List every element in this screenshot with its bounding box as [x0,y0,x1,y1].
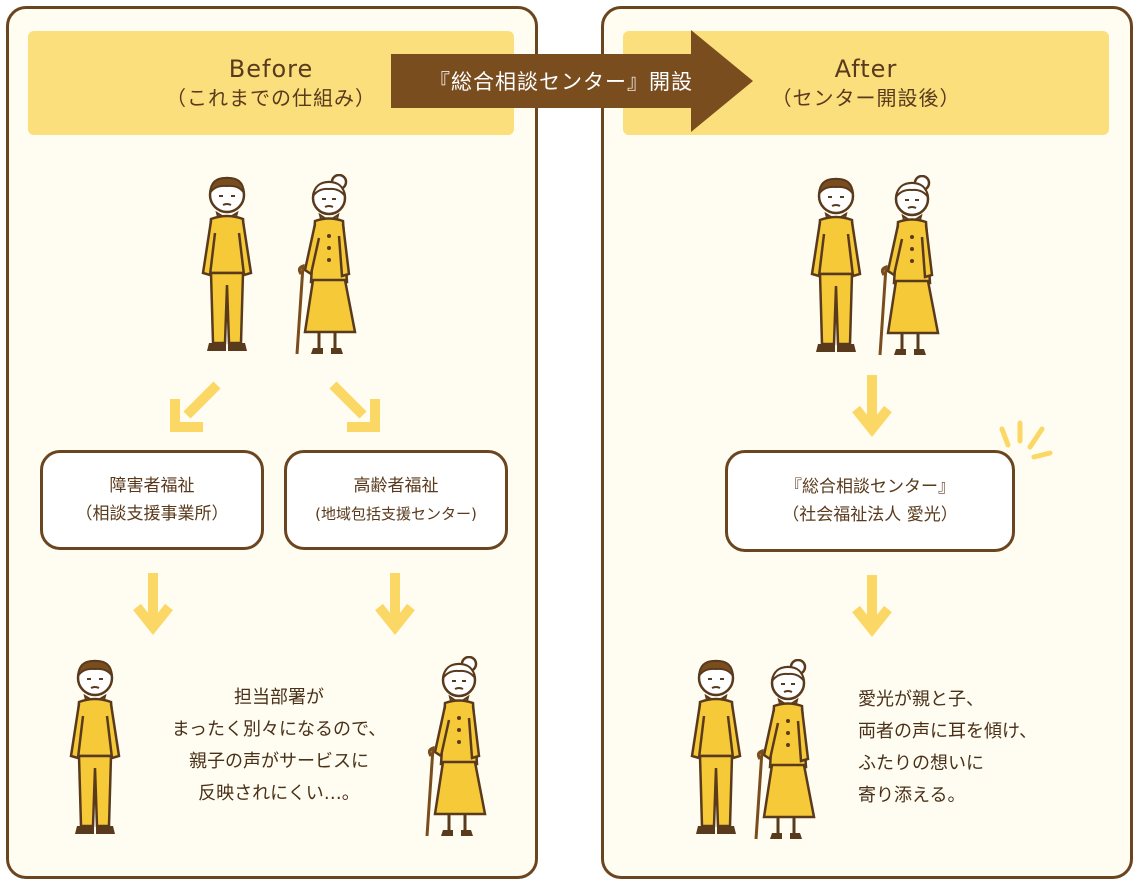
woman-with-cane-figure [425,656,495,841]
man-figure [197,173,257,358]
man-figure [686,656,746,841]
before-subtitle: （これまでの仕組み） [166,86,376,110]
arrow-down-icon [852,375,892,438]
woman-with-cane-figure [878,175,948,360]
consultation-center-label: 『総合相談センター』 [785,477,955,497]
after-caption-line: 愛光が親と子、 [858,689,984,710]
arrow-down-icon [375,573,415,636]
before-caption: 担当部署が まったく別々になるので、 親子の声がサービスに 反映されにくい…。 [149,682,409,810]
after-title: After [834,55,898,83]
arrow-down-icon [133,573,173,636]
woman-with-cane-figure [295,174,365,359]
before-caption-line: 担当部署が [234,687,324,708]
banner-label: 『総合相談センター』開設 [429,70,693,94]
elderly-welfare-label: 高齢者福祉 [353,476,439,496]
after-subtitle: （センター開設後） [771,86,961,110]
consultation-center-sublabel: （社会福祉法人 愛光） [782,505,958,525]
before-title: Before [228,55,314,83]
arrow-down-left-icon [170,381,221,432]
after-caption: 愛光が親と子、 両者の声に耳を傾け、 ふたりの想いに 寄り添える。 [858,684,1108,812]
before-caption-line: まったく別々になるので、 [171,719,387,740]
man-figure [65,656,125,841]
before-caption-line: 親子の声がサービスに [189,751,369,772]
after-caption-line: 両者の声に耳を傾け、 [858,721,1038,742]
before-caption-line: 反映されにくい…。 [198,783,360,804]
disability-welfare-box: 障害者福祉 （相談支援事業所） [40,450,264,550]
disability-welfare-sublabel: （相談支援事業所） [75,504,229,524]
elderly-welfare-box: 高齢者福祉 (地域包括支援センター) [284,450,508,550]
after-caption-line: ふたりの想いに [858,753,984,774]
elderly-welfare-sublabel: (地域包括支援センター) [315,505,477,523]
banner-arrow-icon [391,30,753,132]
after-caption-line: 寄り添える。 [858,785,966,806]
man-figure [806,174,866,359]
after-panel: After （センター開設後） 『総合相談センター』 （社会福祉法人 愛光） 愛… [601,6,1133,879]
arrow-down-right-icon [329,381,380,432]
sparkle-icon [999,420,1053,460]
woman-with-cane-figure [754,659,824,844]
before-panel: Before （これまでの仕組み） 障害者福祉 （相談支援事業所） 高齢者福祉 … [6,6,538,879]
arrow-down-icon [852,575,892,638]
disability-welfare-label: 障害者福祉 [109,476,195,496]
consultation-center-box: 『総合相談センター』 （社会福祉法人 愛光） [725,450,1015,552]
